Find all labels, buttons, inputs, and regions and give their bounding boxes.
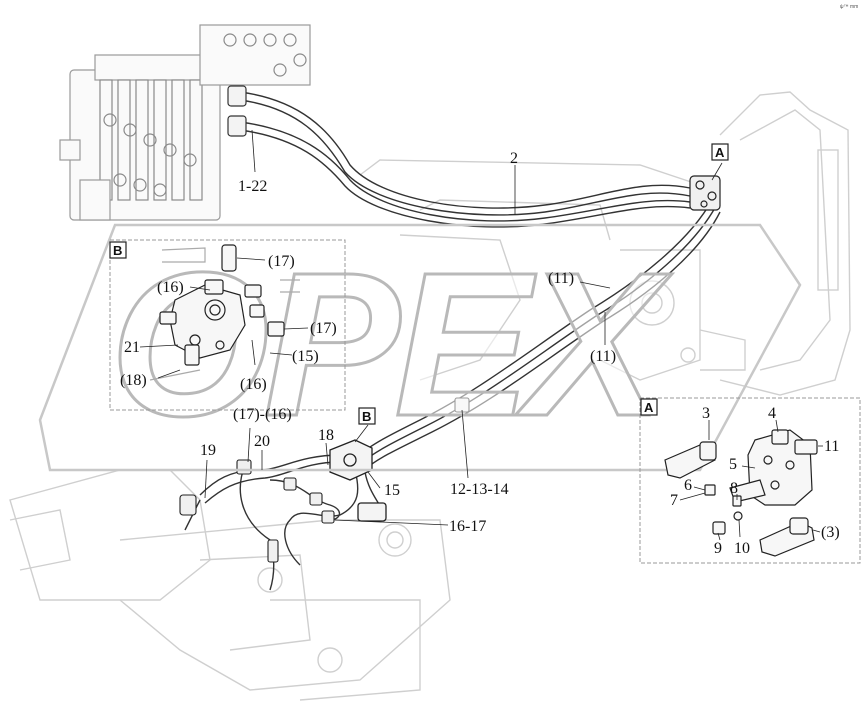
- label-10: 10: [734, 540, 750, 557]
- detail-b-panel: B (17) (16) (17) 21: [109, 239, 346, 411]
- hose-ends-valve: [227, 85, 247, 137]
- callout-a-top: A: [711, 143, 729, 161]
- detail-b-tag: B: [113, 243, 122, 258]
- detail-b-leaders: [139, 257, 309, 379]
- label-21: 21: [124, 339, 140, 356]
- label-16a: (16): [157, 279, 184, 296]
- label-4: 4: [768, 405, 776, 422]
- callout-18: 18: [318, 427, 334, 444]
- callout-12-13-14: 12-13-14: [450, 481, 509, 498]
- control-valve-bank: [59, 24, 311, 221]
- label-17b: (17): [310, 320, 337, 337]
- label-5: 5: [729, 456, 737, 473]
- callout-20: 20: [254, 433, 270, 450]
- svg-text:A: A: [715, 145, 725, 160]
- callout-leaders: [204, 129, 723, 526]
- svg-text:B: B: [362, 409, 371, 424]
- callout-1-22: 1-22: [238, 178, 267, 195]
- label-6: 6: [684, 477, 692, 494]
- return-hoses: [359, 199, 721, 468]
- label-3: 3: [702, 405, 710, 422]
- callout-19: 19: [200, 442, 216, 459]
- label-9: 9: [714, 540, 722, 557]
- label-16b: (16): [240, 376, 267, 393]
- callout-2: 2: [510, 150, 518, 167]
- callout-16-17: 16-17: [449, 518, 486, 535]
- lower-fittings: [179, 397, 470, 563]
- label-7: 7: [670, 492, 678, 509]
- callout-11a: (11): [548, 270, 574, 287]
- watermark: OPEX: [38, 223, 802, 472]
- detail-a-valve: [664, 429, 818, 557]
- detail-a-leaders: [679, 419, 823, 541]
- main-hose-bundle: [239, 91, 691, 228]
- callout-11b: (11): [590, 348, 616, 365]
- label-17a: (17): [268, 253, 295, 270]
- label-11: 11: [824, 438, 839, 455]
- label-18b: (18): [120, 372, 147, 389]
- label-8: 8: [730, 480, 738, 497]
- callout-17-16: (17)-(16): [233, 406, 292, 423]
- detail-a-tag: A: [644, 400, 654, 415]
- label-15b: (15): [292, 348, 319, 365]
- detail-a-panel: A 3 4: [639, 397, 861, 564]
- callout-15: 15: [384, 482, 400, 499]
- label-3b: (3): [821, 524, 840, 541]
- valve-a-fittings: [689, 175, 721, 211]
- corner-mark: ψ™ mm: [840, 4, 858, 10]
- callout-b-mid: B: [358, 407, 376, 425]
- detail-b-valve: [149, 244, 300, 381]
